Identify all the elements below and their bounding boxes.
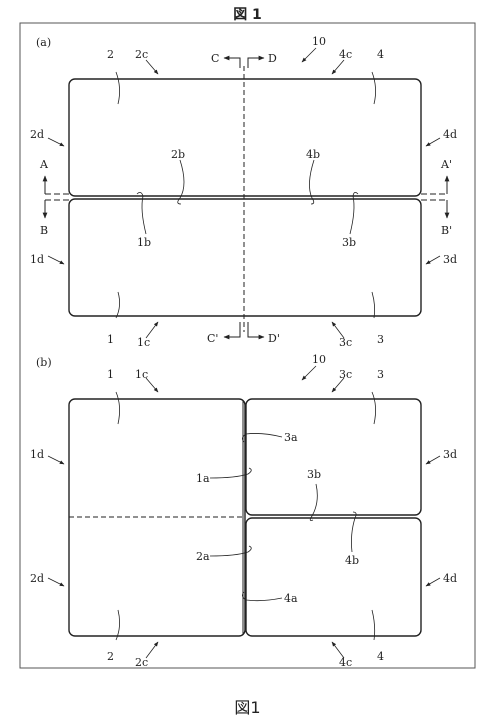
- leader-1c: [145, 321, 159, 339]
- label-a2: A': [440, 158, 452, 171]
- label-2b: 2b: [171, 148, 185, 161]
- arrow-d2: [247, 322, 265, 340]
- leader-4b: [309, 159, 315, 205]
- label-4b: 4b: [306, 148, 320, 161]
- panel-b: [47, 365, 441, 659]
- leader-b4d: [425, 577, 441, 587]
- leader-b1: [115, 391, 120, 425]
- leader-b4: [371, 609, 376, 641]
- leader-b4c: [331, 641, 345, 659]
- leader-b3c: [331, 377, 345, 393]
- leader-b3b: [309, 483, 318, 521]
- ref-10-a: 10: [312, 35, 326, 48]
- label-c2: C': [207, 332, 218, 345]
- label-d2: D': [268, 332, 280, 345]
- leader-2b: [177, 159, 185, 205]
- leader-4: [371, 71, 376, 105]
- panel-a: [42, 47, 450, 340]
- arrow-d: [247, 55, 265, 68]
- sheet-4: [245, 517, 422, 637]
- leader-2: [115, 71, 120, 105]
- leader-10a: [301, 47, 317, 63]
- label-4d: 4d: [443, 128, 457, 141]
- label-3c: 3c: [339, 336, 352, 349]
- leader-b2: [115, 609, 120, 641]
- label-2d: 2d: [30, 128, 44, 141]
- leader-b1c: [145, 377, 159, 393]
- leader-1b: [136, 192, 147, 235]
- label-b-3c: 3c: [339, 368, 352, 381]
- label-4c: 4c: [339, 48, 352, 61]
- figure-caption: 図1: [234, 698, 261, 717]
- leader-b4a: [242, 591, 283, 602]
- label-b-2: 2: [107, 650, 114, 663]
- label-b-3b: 3b: [307, 468, 321, 481]
- leader-b2c: [145, 641, 159, 659]
- label-3d: 3d: [443, 253, 457, 266]
- arrow-c: [223, 55, 241, 68]
- label-4: 4: [377, 48, 384, 61]
- leader-b4b: [351, 511, 357, 553]
- leader-10b: [301, 365, 317, 381]
- leader-b2a: [209, 545, 252, 557]
- label-2c: 2c: [135, 48, 148, 61]
- label-b-1a: 1a: [196, 472, 210, 485]
- leader-b1d: [47, 455, 65, 465]
- sheet-1-3: [68, 198, 422, 317]
- label-1: 1: [107, 333, 114, 346]
- figure-title: 図 1: [233, 7, 262, 23]
- label-3b: 3b: [342, 236, 356, 249]
- sheet-2-4: [68, 78, 422, 197]
- panel-a-labels: (a) 10 2 2c C D 4c 4 2d 4d 2b 4b A A' B …: [30, 35, 457, 349]
- leader-3d: [425, 255, 441, 265]
- drawing-frame: [19, 22, 476, 669]
- panel-b-labels: (b) 10 1 1c 3c 3 3a 1d 3d 3b 1a 2a 4b 2d…: [30, 353, 457, 669]
- leader-4c: [331, 59, 345, 75]
- label-b-4a: 4a: [284, 592, 298, 605]
- panel-b-label: (b): [36, 356, 52, 369]
- label-b-3d: 3d: [443, 448, 457, 461]
- label-b-3: 3: [377, 368, 384, 381]
- label-a: A: [39, 158, 49, 171]
- label-b-4d: 4d: [443, 572, 457, 585]
- panel-a-label: (a): [36, 36, 51, 49]
- label-3: 3: [377, 333, 384, 346]
- leader-2c: [145, 59, 159, 75]
- label-b-1d: 1d: [30, 448, 44, 461]
- label-b-1c: 1c: [135, 368, 148, 381]
- leader-3: [371, 291, 376, 319]
- label-c: C: [211, 52, 219, 65]
- label-1b: 1b: [137, 236, 151, 249]
- label-b-1: 1: [107, 368, 114, 381]
- leader-4d: [425, 137, 441, 147]
- label-b-2d: 2d: [30, 572, 44, 585]
- label-b-4: 4: [377, 650, 384, 663]
- label-b-4b: 4b: [345, 554, 359, 567]
- leader-b3d: [425, 455, 441, 465]
- label-b: B: [40, 224, 48, 237]
- leader-1: [115, 291, 120, 319]
- label-b-4c: 4c: [339, 656, 352, 669]
- leader-3b: [349, 192, 359, 235]
- sheet-3: [245, 398, 422, 516]
- leader-b3a: [242, 433, 283, 443]
- leader-1d: [47, 255, 65, 265]
- leader-2d: [47, 137, 65, 147]
- leader-b2d: [47, 577, 65, 587]
- label-1c: 1c: [137, 336, 150, 349]
- arrow-c2: [223, 322, 241, 340]
- label-2: 2: [107, 48, 114, 61]
- label-b2: B': [441, 224, 452, 237]
- label-b-2c: 2c: [135, 656, 148, 669]
- ref-10-b: 10: [312, 353, 326, 366]
- label-b-3a: 3a: [284, 431, 298, 444]
- label-b-2a: 2a: [196, 550, 210, 563]
- leader-3c: [331, 321, 345, 339]
- leader-b1a: [209, 467, 252, 479]
- label-1d: 1d: [30, 253, 44, 266]
- leader-b3: [371, 391, 376, 425]
- label-d: D: [268, 52, 277, 65]
